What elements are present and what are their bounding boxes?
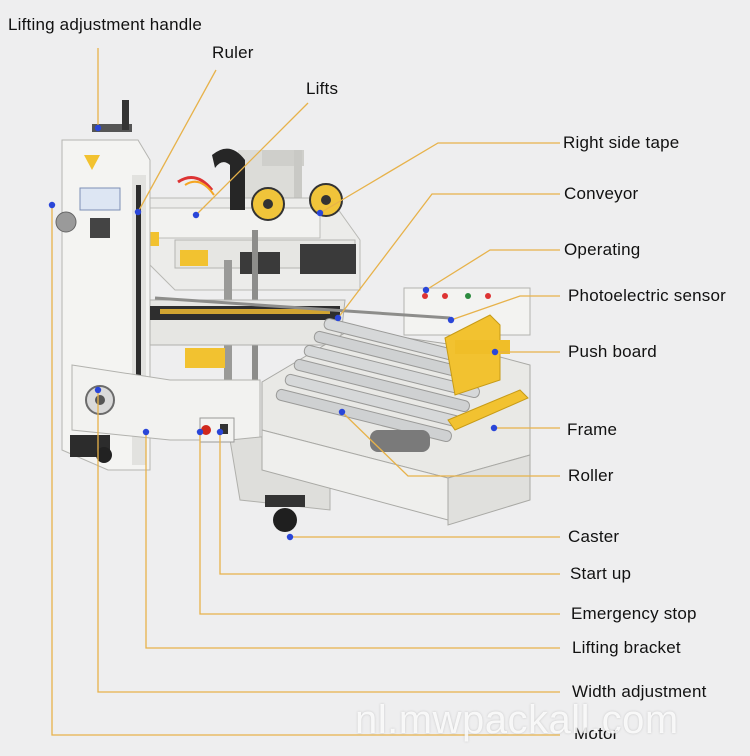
dot-photoelectric-sensor	[447, 316, 455, 324]
dot-emergency-stop	[196, 428, 204, 436]
dot-caster	[286, 533, 294, 541]
watermark: nl.mwpackall.com	[355, 698, 679, 742]
dot-lifting-adjustment-handle	[94, 124, 102, 132]
leader-conveyor	[337, 193, 560, 319]
leader-width-adjustment	[97, 390, 560, 693]
label-start-up: Start up	[570, 564, 632, 583]
dot-conveyor	[334, 314, 342, 322]
leader-right-side-tape	[319, 142, 560, 214]
label-width-adjustment: Width adjustment	[572, 682, 707, 701]
leader-roller	[341, 411, 560, 477]
leader-start-up	[219, 432, 560, 575]
label-conveyor: Conveyor	[564, 184, 639, 203]
leader-operating	[425, 249, 560, 291]
dot-roller	[338, 408, 346, 416]
dot-start-up	[216, 428, 224, 436]
dot-right-side-tape	[316, 209, 324, 217]
dot-motor	[48, 201, 56, 209]
label-roller: Roller	[568, 466, 614, 485]
case-sealer-machine	[55, 100, 531, 532]
dot-lifts	[192, 211, 200, 219]
dot-lifting-bracket	[142, 428, 150, 436]
leader-ruler	[137, 69, 217, 213]
label-caster: Caster	[568, 527, 620, 546]
leader-lifting-bracket	[145, 432, 560, 649]
dot-push-board	[491, 348, 499, 356]
label-photoelectric-sensor: Photoelectric sensor	[568, 286, 727, 305]
label-right-side-tape: Right side tape	[563, 133, 680, 152]
leader-lifts	[195, 102, 309, 216]
leader-emergency-stop	[199, 432, 560, 615]
leader-lines	[51, 48, 560, 736]
label-operating: Operating	[564, 240, 641, 259]
leader-photoelectric-sensor	[450, 295, 560, 321]
label-lifting-bracket: Lifting bracket	[572, 638, 681, 657]
marker-dots	[48, 124, 499, 541]
label-push-board: Push board	[568, 342, 657, 361]
label-motor: Motor	[574, 724, 619, 743]
dot-frame	[490, 424, 498, 432]
label-frame: Frame	[567, 420, 618, 439]
dot-ruler	[134, 208, 142, 216]
label-lifts: Lifts	[306, 79, 339, 98]
dot-width-adjustment	[94, 386, 102, 394]
label-lifting-adjustment-handle: Lifting adjustment handle	[8, 15, 203, 34]
dot-operating	[422, 286, 430, 294]
leader-motor	[51, 205, 560, 736]
label-ruler: Ruler	[212, 43, 254, 62]
label-emergency-stop: Emergency stop	[571, 604, 697, 623]
